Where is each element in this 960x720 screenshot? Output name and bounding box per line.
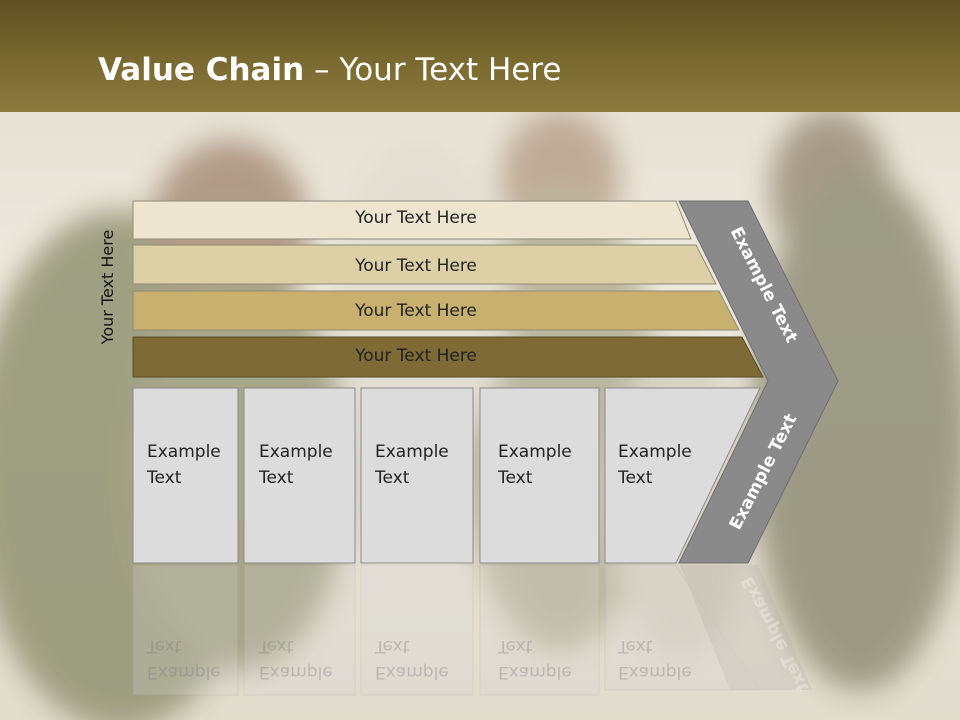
bar-2-label: Your Text Here [355, 256, 477, 276]
box-4 [479, 387, 600, 564]
chevron-arrow [678, 200, 839, 564]
title-band [0, 0, 960, 112]
box-2 [243, 387, 356, 564]
title-rest: – Your Text Here [304, 52, 562, 88]
boxes-reflection [132, 564, 812, 696]
bar-2 [132, 244, 717, 285]
bar-4 [132, 336, 764, 378]
title-bold: Value Chain [98, 52, 305, 88]
box-3 [360, 387, 474, 564]
bar-1-label: Your Text Here [355, 208, 477, 228]
bar-4-label: Your Text Here [355, 346, 477, 366]
bar-1 [132, 200, 692, 240]
bar-3-label: Your Text Here [355, 301, 477, 321]
slide-title: Value Chain – Your Text Here [98, 52, 561, 88]
box-1 [132, 387, 239, 564]
box-5 [604, 387, 761, 564]
bar-3 [132, 290, 740, 331]
